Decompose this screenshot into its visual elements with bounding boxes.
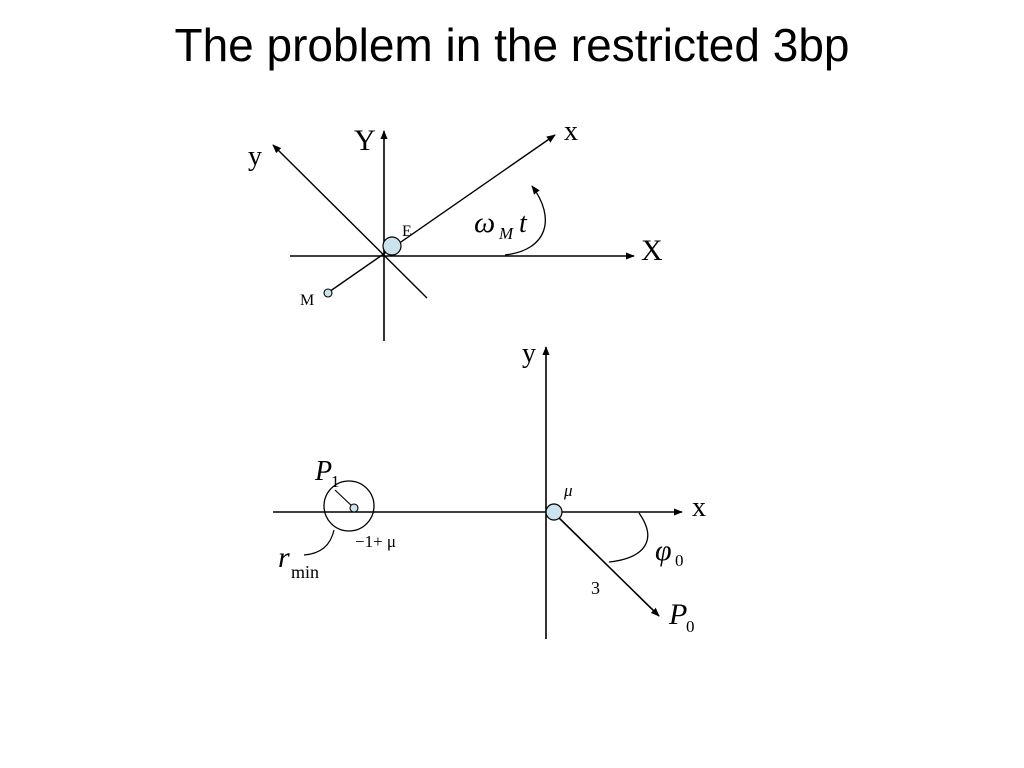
angle-subscript: M <box>498 224 514 243</box>
phi-subscript: 0 <box>675 551 684 570</box>
p1-body <box>349 503 359 513</box>
p0-label: P 0 <box>668 598 695 636</box>
bottom-x-label: x <box>692 492 706 523</box>
primary-body <box>545 503 563 521</box>
slide-title: The problem in the restricted 3bp <box>174 19 850 71</box>
p1-subscript: 1 <box>331 472 340 491</box>
p1-position-label: −1+ μ <box>355 532 396 551</box>
bottom-diagram: y x μ P 1 −1+ μ r min φ 0 3 P 0 <box>273 338 706 639</box>
rmin-leader <box>303 529 335 556</box>
rotation-angle-label: ω M t <box>474 206 528 243</box>
bottom-y-label: y <box>522 338 536 369</box>
p0-symbol: P <box>668 598 687 631</box>
earth-body <box>382 236 402 256</box>
moon-body <box>323 288 333 298</box>
distance-label: 3 <box>591 578 600 598</box>
angle-time: t <box>519 208 528 239</box>
phi-label: φ 0 <box>655 534 684 570</box>
p1-symbol: P <box>314 456 332 487</box>
rmin-circle <box>323 480 375 532</box>
rotating-x-label: x <box>564 116 578 147</box>
rotating-y-label: y <box>248 141 262 172</box>
mu-label: μ <box>563 481 573 500</box>
rotating-x-axis <box>325 134 556 295</box>
rmin-subscript: min <box>291 562 319 582</box>
rmin-symbol: r <box>278 541 290 574</box>
phi-angle-arc <box>608 512 649 563</box>
moon-label: M <box>300 292 314 309</box>
rotating-y-axis <box>272 144 428 299</box>
phi-symbol: φ <box>655 534 672 567</box>
inertial-x-label: X <box>641 234 663 267</box>
rotation-angle-arc <box>504 185 546 256</box>
p1-label: P 1 <box>314 456 340 491</box>
p0-vector <box>553 512 660 617</box>
angle-omega: ω <box>474 206 495 239</box>
p0-subscript: 0 <box>686 617 695 636</box>
top-diagram: Y x y X E M ω M t <box>248 116 663 341</box>
inertial-y-label: Y <box>354 124 376 157</box>
rmin-label: r min <box>278 541 319 582</box>
earth-label: E <box>402 223 412 240</box>
